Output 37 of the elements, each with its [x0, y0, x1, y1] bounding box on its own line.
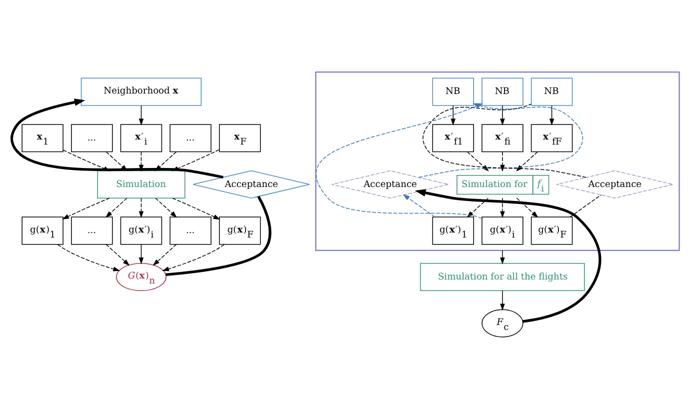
node-box: ...: [71, 216, 113, 245]
arrow: [549, 105, 554, 126]
arrow: [62, 198, 110, 220]
arrow: [500, 151, 505, 172]
arrow: [500, 290, 505, 311]
node-box: ...: [71, 124, 113, 152]
arrow: [10, 98, 224, 179]
node-box: ...: [170, 124, 212, 152]
arrow: [105, 198, 128, 218]
node-box: Neighborhood x: [80, 78, 202, 106]
node-box: Simulation for all the flights: [420, 262, 585, 292]
arrow: [402, 194, 436, 218]
arrow: [466, 198, 489, 218]
node-diamond: Acceptance: [192, 170, 310, 198]
node-box: ...: [170, 216, 212, 245]
arrow: [516, 198, 538, 218]
arrow: [500, 105, 505, 126]
node-box: NB: [482, 78, 524, 106]
arrow: [500, 250, 505, 264]
arrow: [57, 244, 120, 272]
arrow: [152, 244, 177, 266]
connector: [166, 196, 272, 276]
node-diamond: Acceptance: [556, 170, 674, 198]
arrow: [172, 198, 220, 220]
arrow: [155, 198, 177, 218]
node-box: NB: [530, 78, 573, 106]
connector: [570, 194, 602, 218]
node-box: Simulation: [97, 170, 186, 198]
arrow: [106, 244, 130, 266]
arrow: [500, 198, 505, 218]
arrow: [138, 105, 144, 126]
arrow: [450, 105, 456, 126]
arrow: [162, 244, 225, 272]
arrow: [414, 189, 602, 323]
arrow: [138, 244, 144, 264]
node-box: NB: [432, 78, 474, 106]
arrow: [138, 198, 144, 218]
